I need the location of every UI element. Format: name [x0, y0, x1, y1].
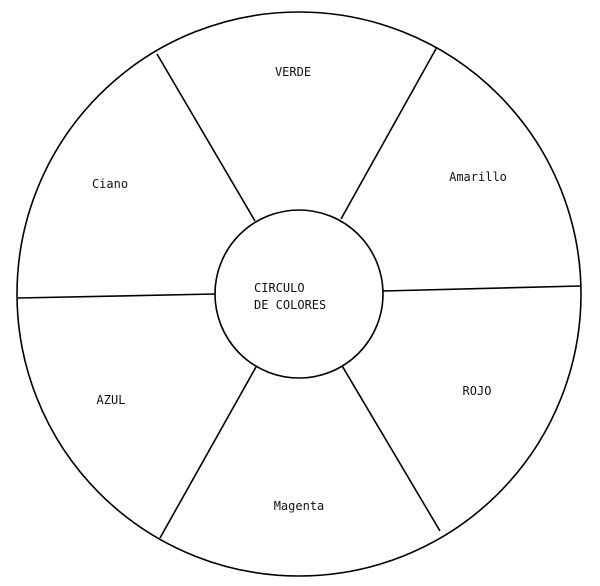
segment-label-ciano: Ciano: [92, 177, 128, 191]
segment-label-azul: AZUL: [97, 393, 126, 407]
divider-verde-amarillo: [340, 46, 438, 220]
outer-circle: [16, 11, 582, 577]
divider-rojo-magenta: [340, 363, 441, 532]
segment-label-verde: VERDE: [275, 65, 311, 79]
segment-label-rojo: ROJO: [463, 384, 492, 398]
center-label-line2: DE COLORES: [254, 298, 326, 312]
divider-magenta-azul: [159, 366, 257, 539]
center-circle: [214, 209, 384, 379]
segment-label-amarillo: Amarillo: [449, 170, 507, 184]
divider-azul-ciano: [17, 293, 216, 299]
divider-amarillo-rojo: [382, 285, 581, 292]
center-label-line1: CIRCULO: [254, 281, 305, 295]
divider-verde-ciano: [156, 53, 256, 222]
segment-label-magenta: Magenta: [274, 499, 325, 513]
